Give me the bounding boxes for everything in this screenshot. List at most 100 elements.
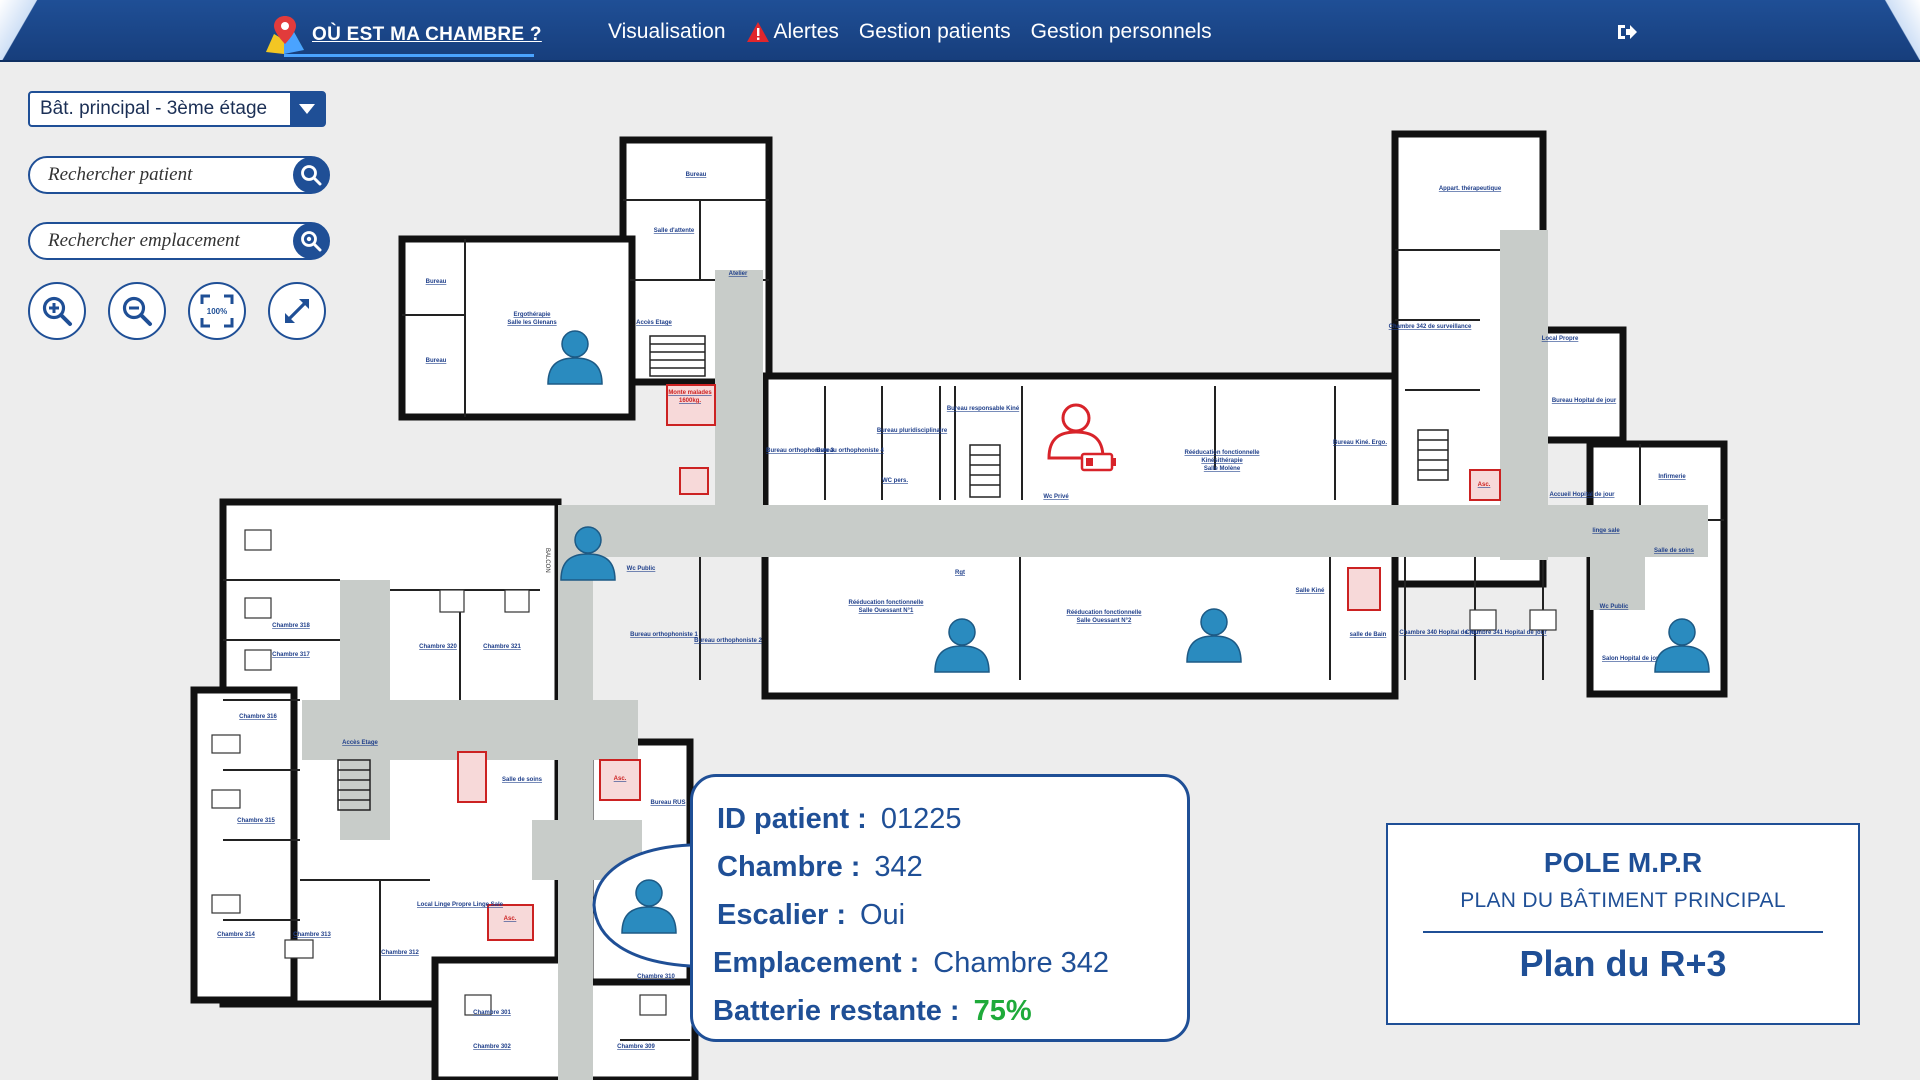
plan-label: Accueil Hopital de jour (1549, 492, 1615, 498)
nav-alertes-label: Alertes (773, 20, 839, 43)
plan-label: Chambre 342 de surveillance (1389, 324, 1472, 330)
zoom-out-button[interactable] (108, 282, 166, 340)
app-brand[interactable]: OÙ EST MA CHAMBRE ? (264, 14, 542, 56)
plan-label: salle de Bain (1350, 632, 1387, 638)
tooltip-patient-id: ID patient :01225 (717, 795, 1163, 843)
tooltip-location: Emplacement :Chambre 342 (713, 939, 1163, 987)
logout-button[interactable] (1616, 22, 1638, 47)
patient-info-tooltip: ID patient :01225 Chambre : 342 Escalier … (690, 774, 1190, 1042)
search-patient-field[interactable]: Rechercher patient (28, 156, 330, 194)
battery-level: 75% (973, 995, 1032, 1027)
plan-label: Local Propre (1542, 336, 1579, 342)
expand-icon (285, 299, 309, 323)
plan-label: Salle Kiné (1296, 588, 1325, 594)
top-navigation-bar: OÙ EST MA CHAMBRE ? Visualisation Alerte… (0, 0, 1920, 62)
tooltip-key: Chambre : (717, 851, 861, 883)
alert-patient-marker[interactable] (1047, 403, 1116, 472)
plan-label: Bureau Hopital de jour (1552, 398, 1617, 404)
plan-label: Bureau Kiné. Ergo. (1333, 440, 1387, 446)
fullscreen-button[interactable] (268, 282, 326, 340)
plan-label: Wc Public (627, 566, 656, 572)
plan-label: Appart. thérapeutique (1439, 186, 1502, 192)
patient-marker[interactable] (547, 330, 603, 385)
patient-marker[interactable] (560, 526, 616, 581)
patient-marker[interactable] (934, 618, 990, 673)
plan-label: Chambre 301 (473, 1010, 511, 1016)
zoom-in-button[interactable] (28, 282, 86, 340)
nav-visualisation-label: Visualisation (608, 20, 726, 43)
plan-label: linge sale (1592, 528, 1620, 534)
plan-label: Accès Etage (342, 740, 378, 746)
zoom-reset-button[interactable]: 100% (188, 282, 246, 340)
plan-label: Salle Molène (1204, 466, 1241, 472)
plan-label: Local Linge Propre Linge Sale (417, 902, 504, 908)
plan-label: Salle les Glenans (507, 320, 557, 326)
tooltip-stairs: Escalier :Oui (717, 891, 1163, 939)
plan-label: Chambre 320 (419, 644, 457, 650)
zoom-out-icon (122, 296, 152, 326)
plan-label: Bureau orthophoniste 1 (630, 632, 698, 638)
search-patient-input[interactable]: Rechercher patient (48, 164, 193, 185)
plan-label: Wc Privé (1043, 494, 1069, 500)
tooltip-key: Escalier : (717, 899, 846, 931)
plan-label: Salle d'attente (654, 228, 695, 234)
search-patient-button[interactable] (293, 157, 329, 193)
plan-label: Salle de soins (502, 777, 543, 783)
plan-label: Bureau orthophoniste 2 (694, 638, 762, 644)
dropdown-arrow-icon (290, 93, 324, 125)
plan-label: Chambre 341 Hopital de jour (1465, 630, 1547, 636)
plan-label: Rééducation fonctionnelle (1184, 450, 1260, 456)
logout-icon (1618, 25, 1637, 39)
plan-label: Chambre 317 (272, 652, 310, 658)
tooltip-pointer (592, 843, 691, 968)
plan-label: Chambre 313 (293, 932, 331, 938)
plan-label: Bureau pluridisciplinaire (877, 428, 948, 434)
search-location-input[interactable]: Rechercher emplacement (48, 230, 240, 251)
nav-gestion-personnels[interactable]: Gestion personnels (1031, 20, 1212, 44)
nav-alertes[interactable]: Alertes (746, 20, 839, 44)
nav-gestion-patients[interactable]: Gestion patients (859, 20, 1011, 44)
plan-label: Chambre 340 Hopital de jour (1399, 630, 1481, 636)
plan-label: Rgt (955, 570, 965, 576)
nav-gestion-personnels-label: Gestion personnels (1030, 20, 1212, 43)
patient-marker[interactable] (1186, 608, 1242, 663)
plan-label: Chambre 312 (381, 950, 419, 956)
nav-visualisation[interactable]: Visualisation (608, 20, 726, 44)
plan-legend: POLE M.P.R PLAN DU BÂTIMENT PRINCIPAL Pl… (1386, 823, 1860, 1025)
nav-gestion-patients-label: Gestion patients (858, 20, 1011, 43)
tooltip-value: 01225 (880, 803, 962, 835)
active-brand-indicator (284, 54, 534, 57)
plan-label: Wc Public (1600, 604, 1629, 610)
plan-label: Salle Ouessant N°1 (859, 608, 914, 614)
plan-label: Atelier (729, 271, 748, 277)
search-location-button[interactable] (293, 223, 329, 259)
plan-label: Chambre 310 (637, 974, 675, 980)
stairs (337, 335, 1449, 811)
zoom-reset-icon: 100% (200, 294, 234, 328)
plan-label: Bureau (426, 358, 447, 364)
tooltip-room: Chambre : 342 (717, 843, 1163, 891)
patient-marker-selected[interactable] (621, 879, 677, 934)
warning-icon (746, 22, 769, 42)
plan-label: Bureau responsable Kiné (947, 406, 1020, 412)
plan-label: Bureau orthophoniste 3 (766, 448, 834, 454)
tooltip-key: Emplacement : (713, 947, 920, 979)
floor-select[interactable]: Bât. principal - 3ème étage (28, 91, 326, 127)
search-location-field[interactable]: Rechercher emplacement (28, 222, 330, 260)
patient-marker[interactable] (1654, 618, 1710, 673)
plan-label: Bureau (686, 172, 707, 178)
search-icon (301, 165, 322, 186)
location-search-icon (301, 231, 322, 252)
plan-label: Chambre 315 (237, 818, 275, 824)
legend-floor: Plan du R+3 (1519, 943, 1727, 984)
plan-label: Asc. (1478, 482, 1491, 488)
plan-label: Asc. (504, 916, 517, 922)
plan-label: Salle Ouessant N°2 (1077, 618, 1132, 624)
zoom-in-icon (42, 296, 72, 326)
app-title: OÙ EST MA CHAMBRE ? (312, 24, 542, 45)
plan-label: Kinésithérapie (1201, 458, 1243, 464)
plan-label: Chambre 321 (483, 644, 521, 650)
plan-label: Bureau (426, 279, 447, 285)
tooltip-value: 342 (874, 851, 923, 883)
plan-label: 1600kg. (679, 398, 701, 404)
